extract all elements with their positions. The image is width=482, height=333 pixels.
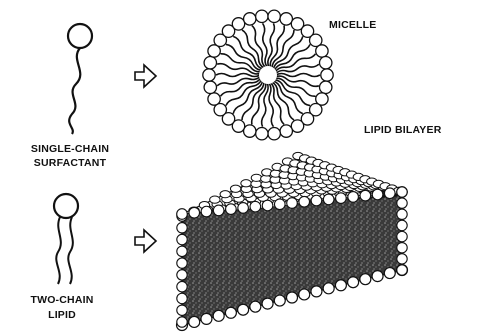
micelle-head [321,69,333,81]
micelle-head [320,81,332,93]
micelle-head [256,127,268,139]
bilayer-head [384,268,395,279]
bilayer-head [336,193,347,204]
bilayer-head [397,220,407,230]
bilayer-head [177,234,187,244]
bilayer-head [177,209,188,220]
bilayer-head [360,274,371,285]
bilayer-head [262,200,273,211]
micelle-head [204,57,216,69]
bilayer-head [250,201,261,212]
bilayer-head [299,289,310,300]
bilayer-head [348,277,359,288]
micelle-label: MICELLE [329,19,376,31]
bilayer-head [274,295,285,306]
bilayer-head [360,190,371,201]
micelle-head [320,57,332,69]
micelle-head [268,10,280,22]
two-chain-label-line2: LIPID [48,309,76,321]
bilayer-head [226,204,237,215]
bilayer-head [201,206,212,217]
arrow-right-icon [135,65,156,87]
bilayer-head [348,192,359,203]
bilayer-head [241,180,251,187]
micelle-head [280,13,292,25]
bilayer-head [323,194,334,205]
micelle-tail [226,44,262,70]
bilayer-head [177,223,187,233]
bilayer-head [397,198,407,208]
micelle-tail [242,82,264,120]
lipid-bilayer-label: LIPID BILAYER [364,124,442,136]
bilayer-head [189,207,200,218]
micelle-tail [263,23,268,67]
bilayer-head [251,174,261,181]
bilayer-head [372,189,383,200]
bilayer-head [335,280,346,291]
micelle-head [280,125,292,137]
bilayer-head [384,188,395,199]
bilayer-head [210,196,220,203]
bilayer-head [177,293,187,303]
bilayer-head [230,185,240,192]
micelle-head [204,81,216,93]
bilayer-head [372,271,383,282]
bilayer-head [397,243,407,253]
bilayer-head [299,196,310,207]
bilayer-head [220,191,230,198]
single-chain-label-line1: SINGLE-CHAIN [31,143,109,155]
bilayer-head [177,281,187,291]
bilayer-head [397,187,407,197]
micelle-tail [217,77,260,86]
micelle-head [244,125,256,137]
bilayer-head [238,203,249,214]
bilayer-head [225,307,236,318]
single-chain-surfactant [68,24,92,134]
bilayer-head [397,254,407,264]
bilayer-head [311,195,322,206]
bilayer-head [250,301,261,312]
bilayer-head [177,270,187,280]
bilayer-head [397,209,407,219]
micelle-head [256,10,268,22]
bilayer-head [189,316,200,327]
micelle-tail [220,78,260,96]
bilayer-head [287,292,298,303]
lipid-bilayer [177,152,408,330]
micelle-head [244,13,256,25]
bilayer-head [287,198,298,209]
micelle [203,10,333,140]
micelle-tail [272,30,294,68]
micelle-head [291,120,303,132]
bilayer-head [311,286,322,297]
micelle-core [259,66,277,84]
bilayer-head [177,258,187,268]
bilayer-head [274,199,285,210]
bilayer-head [177,305,187,315]
bilayer-head [213,205,224,216]
micelle-tail [274,80,310,106]
micelle-head [203,69,215,81]
bilayer-head [213,310,224,321]
bilayer-head [262,298,273,309]
bilayer-head [177,246,187,256]
micelle-head [316,45,328,57]
micelle-head [232,18,244,30]
micelle-head [208,93,220,105]
bilayer-head [201,313,212,324]
bilayer-head [177,317,187,327]
two-chain-label-line1: TWO-CHAIN [30,294,93,306]
arrow-right-icon [135,230,156,252]
micelle-head [268,127,280,139]
single-chain-label-line2: SURFACTANT [34,157,107,169]
micelle-tail [275,54,315,72]
bilayer-head [238,304,249,315]
micelle-tail [269,83,274,127]
bilayer-head [397,231,407,241]
bilayer-head [397,265,407,275]
bilayer-head [323,283,334,294]
micelle-tail [276,64,319,73]
two-chain-lipid [54,194,78,284]
